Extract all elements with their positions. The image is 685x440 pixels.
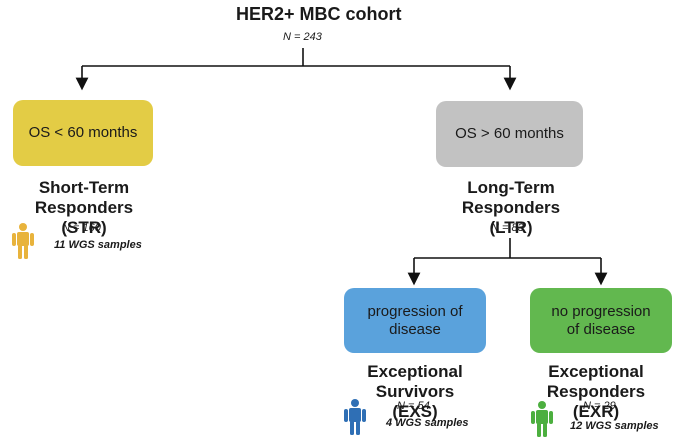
exs-person-icon [344, 399, 366, 435]
ltr-box-label: OS > 60 months [455, 125, 564, 142]
exr-box-line2: of disease [566, 320, 636, 338]
ltr-n: N = 83 [491, 222, 524, 234]
exs-box: progression of disease [344, 288, 486, 353]
str-n: N = 160 [62, 222, 101, 234]
str-name: Short-Term Responders (STR) [0, 178, 168, 238]
exr-box: no progression of disease [530, 288, 672, 353]
exs-box-line1: progression of [367, 302, 463, 320]
exs-name-line2: (EXS) [392, 402, 438, 421]
exr-n: N = 29 [583, 400, 616, 412]
exr-name: Exceptional Responders (EXR) [507, 362, 685, 422]
ltr-connector [407, 238, 608, 286]
ltr-name: Long-Term Responders (LTR) [416, 178, 606, 238]
exs-name-line1: Exceptional Survivors [367, 362, 463, 401]
str-name-line2: (STR) [61, 218, 107, 237]
str-box-label: OS < 60 months [28, 124, 138, 141]
str-wgs: 11 WGS samples [54, 239, 142, 251]
exr-name-line2: (EXR) [572, 402, 620, 421]
exr-name-line1: Exceptional Responders [546, 362, 646, 401]
root-connector [75, 48, 517, 91]
exs-box-line2: disease [389, 320, 441, 338]
root-n: N = 243 [283, 31, 322, 43]
exr-wgs: 12 WGS samples [570, 420, 659, 432]
root-title: HER2+ MBC cohort [236, 4, 402, 24]
exs-n: N = 54 [397, 400, 430, 412]
exs-wgs: 4 WGS samples [386, 417, 469, 429]
str-name-line1: Short-Term Responders [34, 178, 134, 217]
ltr-name-line1: Long-Term Responders [461, 178, 561, 217]
str-person-icon [12, 223, 34, 259]
str-box: OS < 60 months [13, 100, 153, 166]
exs-name: Exceptional Survivors (EXS) [328, 362, 502, 422]
exr-person-icon [531, 401, 553, 437]
exr-box-line1: no progression [551, 302, 651, 320]
ltr-box: OS > 60 months [436, 101, 583, 167]
ltr-name-line2: (LTR) [489, 218, 533, 237]
